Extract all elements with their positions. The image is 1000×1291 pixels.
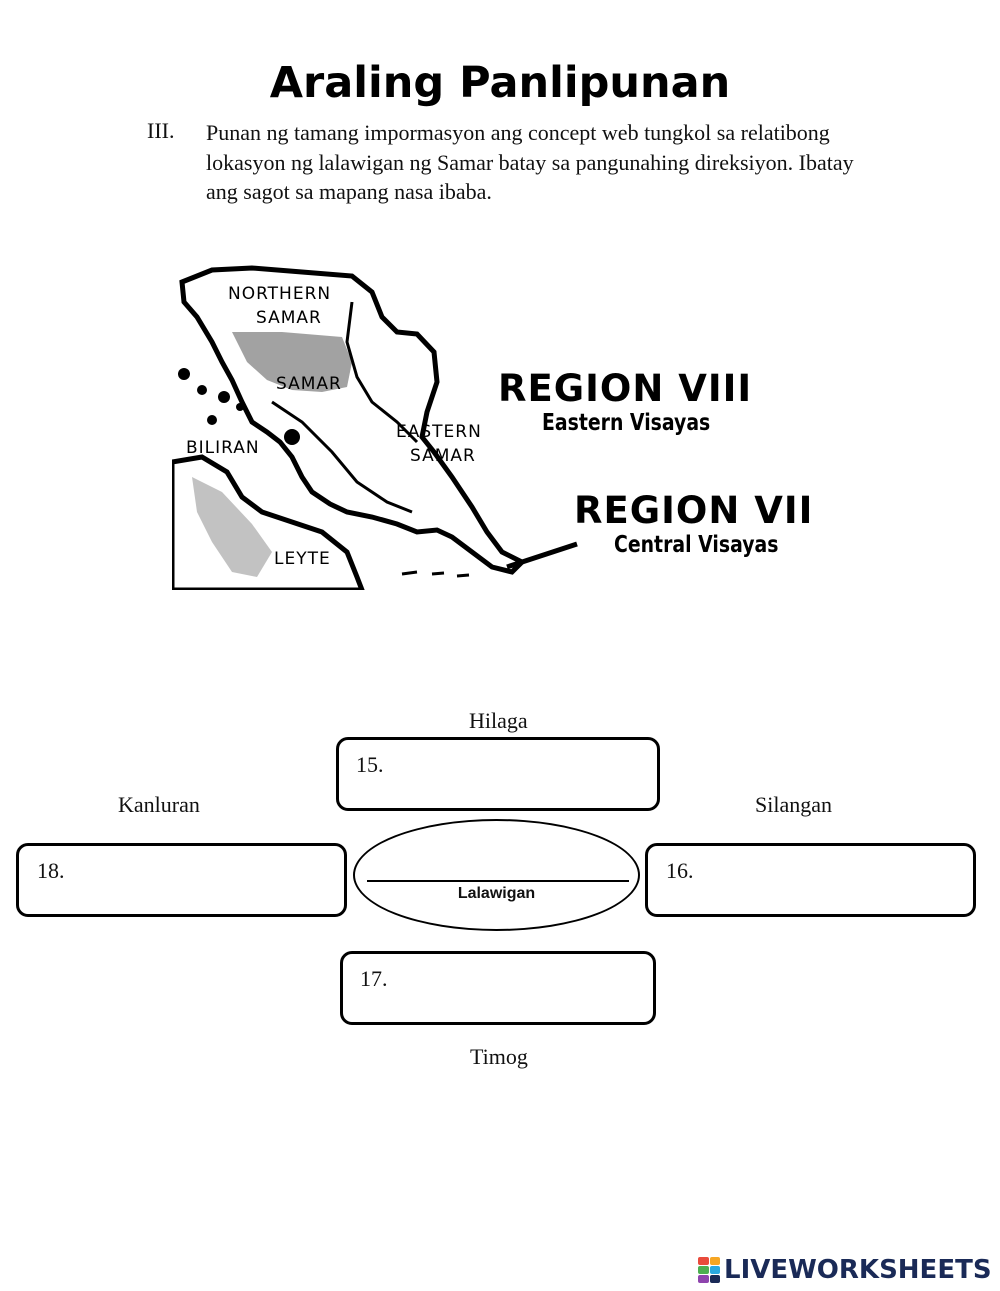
liveworksheets-brand: LIVEWORKSHEETS [698,1253,992,1287]
label-samar: SAMAR [276,374,342,394]
answer-box-east[interactable]: 16. [645,843,976,917]
samar-region-map: NORTHERN SAMAR SAMAR BILIRAN EASTERN SAM… [172,262,822,590]
label-eastern-samar-1: EASTERN [396,422,482,442]
region-viii-subtitle: Eastern Visayas [542,410,711,436]
center-label: Lalawigan [457,885,536,902]
direction-south-label: Timog [470,1044,528,1069]
answer-number-17: 17. [360,966,388,991]
direction-east-label: Silangan [755,792,832,817]
direction-west-label: Kanluran [118,792,200,817]
label-northern-samar-2: SAMAR [256,308,322,328]
answer-number-15: 15. [356,752,384,777]
answer-number-16: 16. [666,858,694,883]
worksheet-title: Araling Panlipunan [269,58,731,108]
brand-text: LIVEWORKSHEETS [724,1255,992,1285]
label-eastern-samar-2: SAMAR [410,446,476,466]
instruction-text: Punan ng tamang impormasyon ang concept … [206,120,854,204]
label-northern-samar-1: NORTHERN [228,284,332,304]
center-answer-line [367,880,629,882]
answer-box-south[interactable]: 17. [340,951,656,1025]
center-province-ellipse[interactable]: Lalawigan [353,819,640,931]
liveworksheets-logo-icon [698,1257,720,1283]
instruction-number: III. [147,118,175,143]
map-outline [172,265,578,590]
answer-box-north[interactable]: 15. [336,737,660,811]
region-vii-subtitle: Central Visayas [614,532,779,558]
answer-box-west[interactable]: 18. [16,843,347,917]
label-biliran: BILIRAN [186,438,260,458]
region-vii-name: REGION VII [574,489,814,532]
label-leyte: LEYTE [274,549,331,569]
answer-number-18: 18. [37,858,65,883]
region-viii-name: REGION VIII [498,367,753,410]
direction-north-label: Hilaga [469,708,528,733]
